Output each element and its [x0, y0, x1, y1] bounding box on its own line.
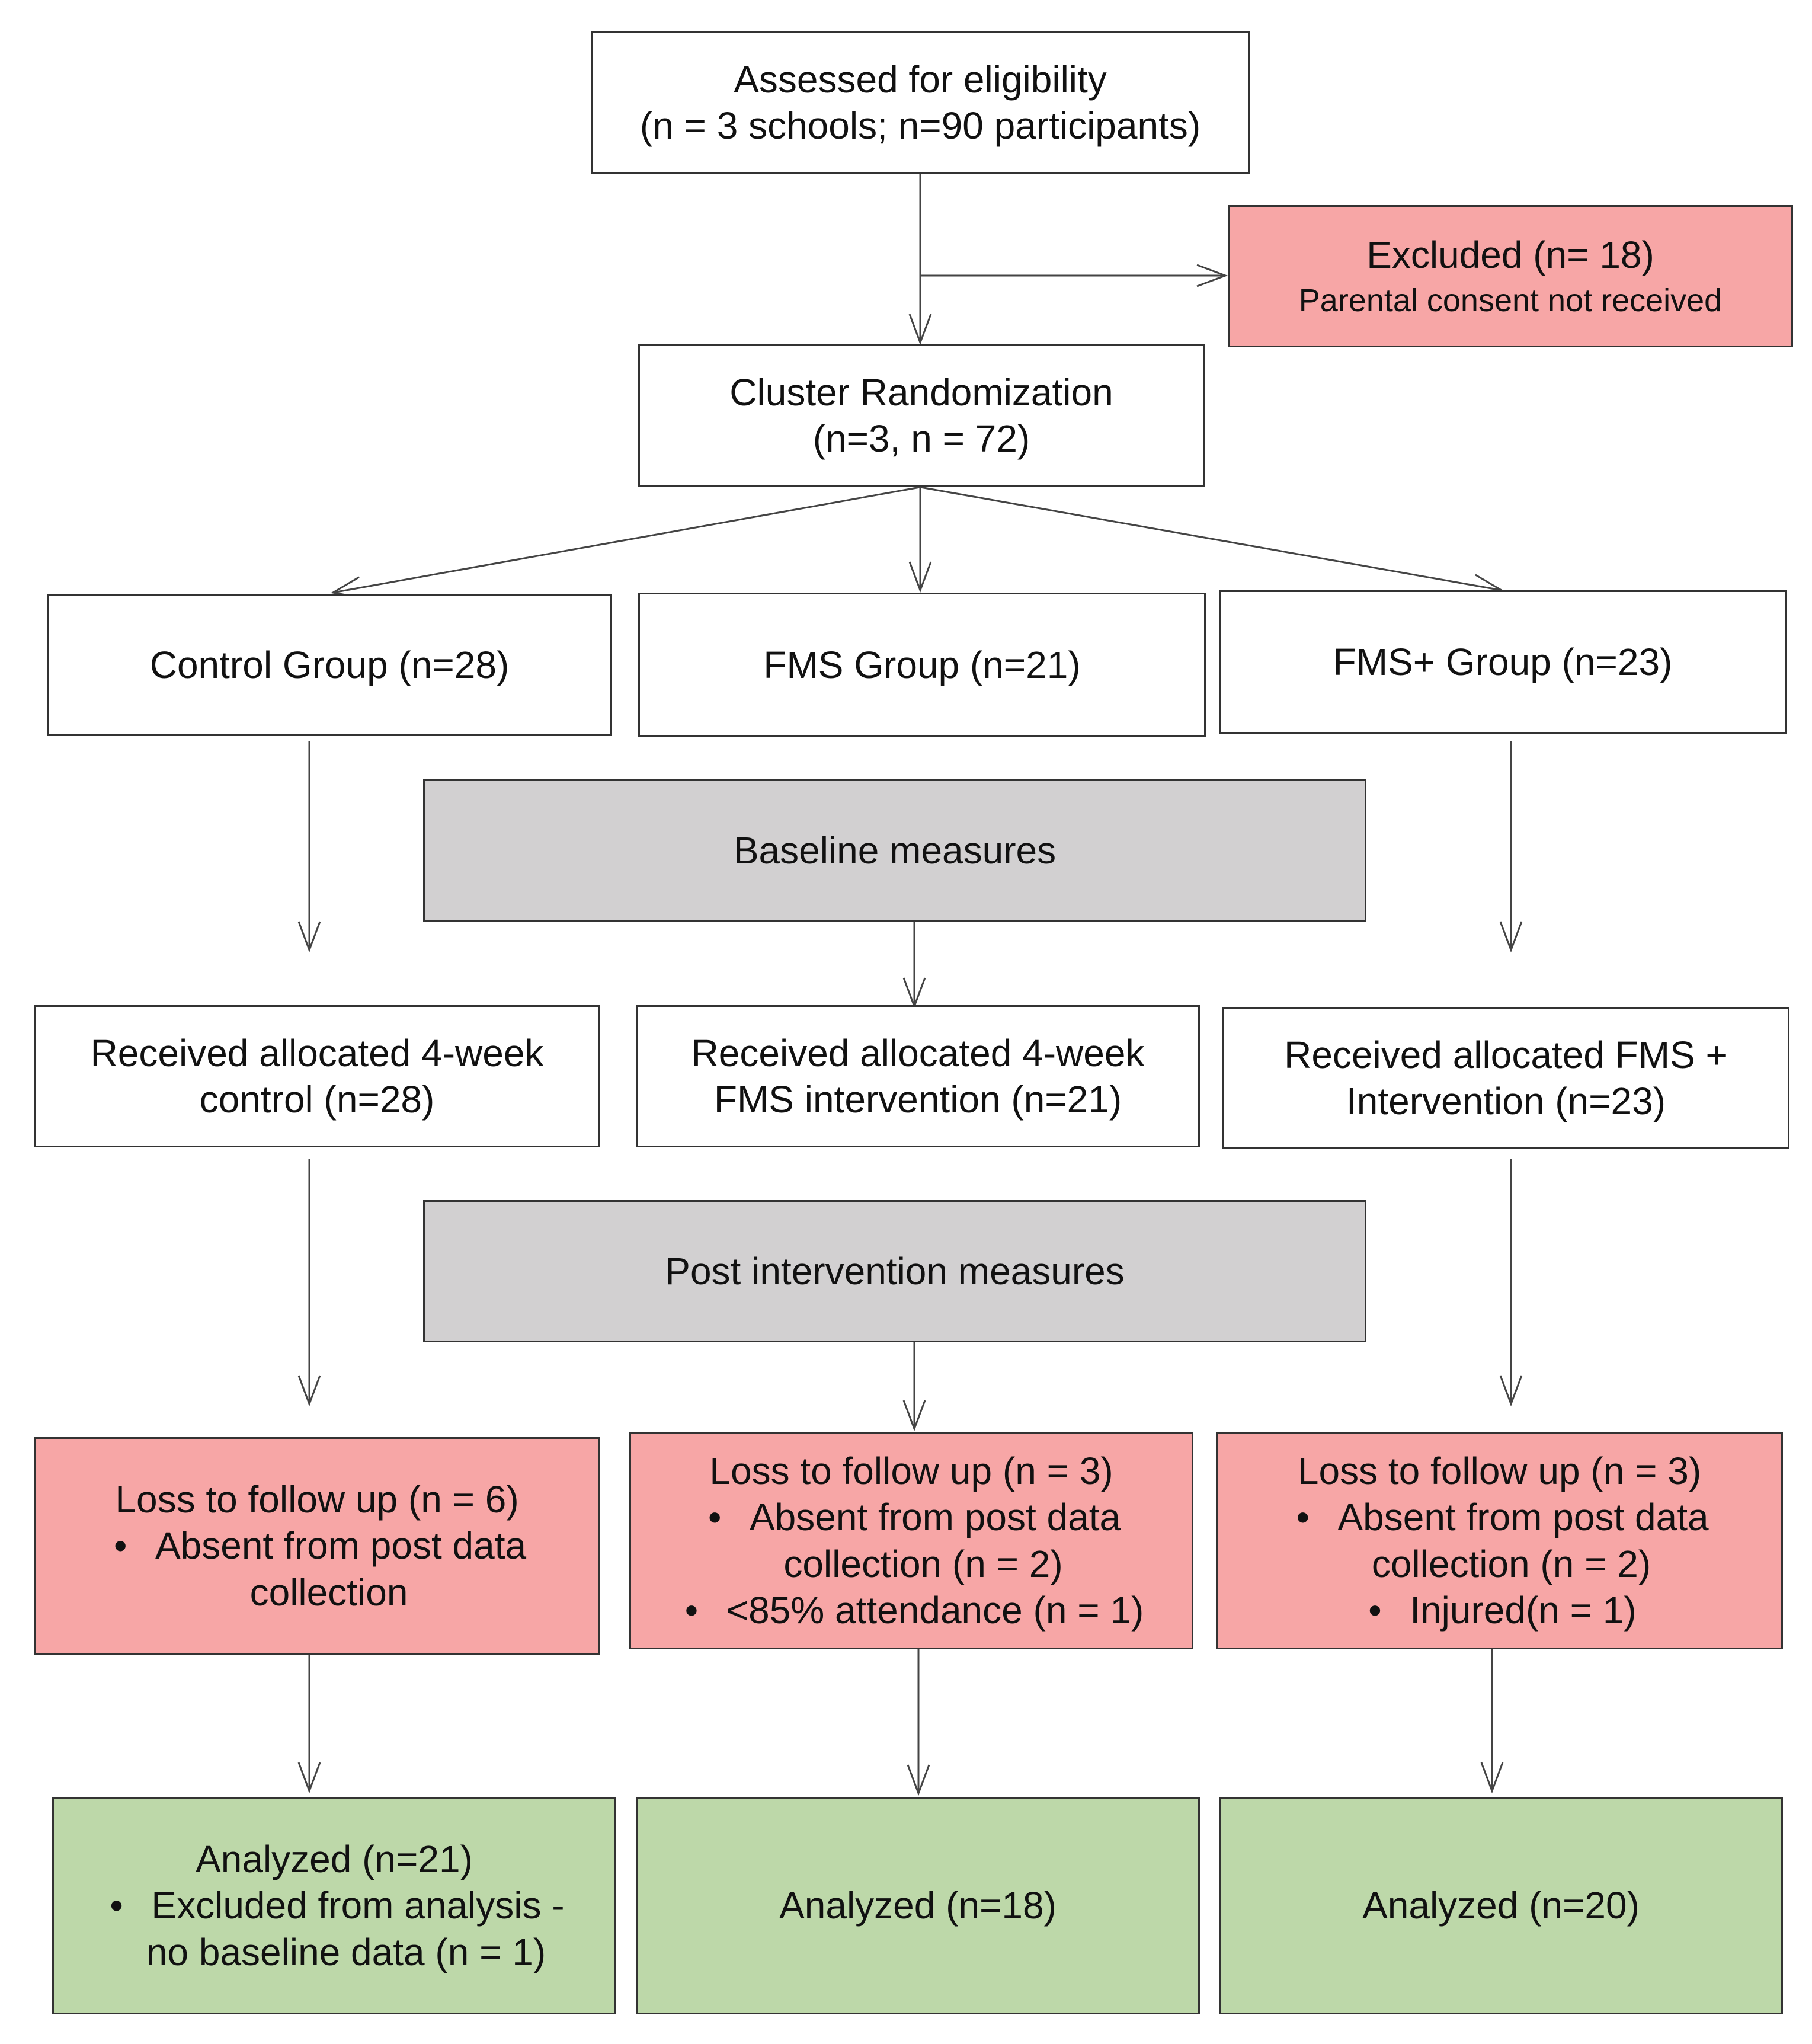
control-analyzed-box: Analyzed (n=21) Excluded from analysis -… [52, 1797, 616, 2014]
fms-loss-box: Loss to follow up (n = 3) Absent from po… [629, 1432, 1193, 1649]
post-intervention-measures-label: Post intervention measures [665, 1249, 1125, 1293]
control-group-label: Control Group (n=28) [149, 643, 510, 686]
eligibility-line1: Assessed for eligibility [734, 57, 1107, 101]
fms-plus-allocation-box: Received allocated FMS + Intervention (n… [1222, 1007, 1789, 1149]
control-allocation-line1: Received allocated 4-week [90, 1031, 544, 1074]
excluded-title: Excluded (n= 18) [1366, 233, 1654, 277]
excluded-box: Excluded (n= 18) Parental consent not re… [1228, 205, 1793, 347]
post-intervention-measures-box: Post intervention measures [423, 1200, 1366, 1342]
fms-plus-loss-bullet-2-text: Injured(n = 1) [1410, 1588, 1637, 1632]
control-loss-bullet-1-line2: collection [249, 1570, 408, 1614]
fms-loss-bullet-1-line1: Absent from post data [749, 1496, 1121, 1539]
fms-group-box: FMS Group (n=21) [638, 593, 1206, 737]
fms-plus-loss-bullet-2: Injured(n = 1) [1362, 1587, 1636, 1633]
fms-analyzed-box: Analyzed (n=18) [636, 1797, 1200, 2014]
baseline-measures-box: Baseline measures [423, 779, 1366, 922]
control-allocation-box: Received allocated 4-week control (n=28) [34, 1005, 600, 1147]
baseline-measures-label: Baseline measures [733, 829, 1057, 872]
arrow-randomization-to-control [330, 486, 921, 599]
arrow-randomization-to-fms-plus [920, 486, 1504, 597]
control-loss-box: Loss to follow up (n = 6) Absent from po… [34, 1437, 600, 1655]
fms-loss-bullet-2-text: <85% attendance (n = 1) [726, 1588, 1144, 1632]
fms-group-label: FMS Group (n=21) [763, 643, 1081, 686]
fms-allocation-box: Received allocated 4-week FMS interventi… [636, 1005, 1200, 1147]
excluded-reason: Parental consent not received [1298, 283, 1723, 319]
randomization-line1: Cluster Randomization [729, 370, 1113, 414]
eligibility-box: Assessed for eligibility (n = 3 schools;… [591, 31, 1250, 174]
fms-plus-allocation-line2: Intervention (n=23) [1346, 1080, 1666, 1122]
fms-plus-loss-title: Loss to follow up (n = 3) [1297, 1450, 1702, 1493]
fms-analyzed-label: Analyzed (n=18) [779, 1884, 1057, 1927]
control-analyzed-bullet-1-line2: no baseline data (n = 1) [146, 1930, 546, 1973]
eligibility-line2: (n = 3 schools; n=90 participants) [639, 104, 1201, 147]
fms-plus-group-label: FMS+ Group (n=23) [1333, 640, 1673, 683]
fms-loss-bullet-1-line2: collection (n = 2) [783, 1542, 1063, 1585]
fms-loss-bullet-1: Absent from post data [702, 1494, 1121, 1540]
control-analyzed-bullet-1-line1: Excluded from analysis - [151, 1884, 565, 1927]
control-analyzed-bullet-1: Excluded from analysis - [104, 1882, 564, 1928]
control-allocation-line2: control (n=28) [199, 1078, 435, 1121]
fms-allocation-line2: FMS intervention (n=21) [713, 1078, 1122, 1121]
fms-plus-group-box: FMS+ Group (n=23) [1219, 590, 1787, 734]
fms-plus-loss-box: Loss to follow up (n = 3) Absent from po… [1216, 1432, 1783, 1649]
fms-plus-analyzed-box: Analyzed (n=20) [1219, 1797, 1783, 2014]
fms-loss-bullet-2: <85% attendance (n = 1) [679, 1587, 1144, 1633]
randomization-line2: (n=3, n = 72) [812, 417, 1030, 460]
randomization-box: Cluster Randomization (n=3, n = 72) [638, 344, 1205, 487]
fms-allocation-line1: Received allocated 4-week [691, 1031, 1145, 1074]
fms-plus-loss-bullet-1-line1: Absent from post data [1337, 1496, 1709, 1539]
control-analyzed-title: Analyzed (n=21) [196, 1838, 473, 1881]
control-loss-bullet-1-line1: Absent from post data [155, 1524, 527, 1568]
fms-plus-allocation-line1: Received allocated FMS + [1284, 1033, 1728, 1076]
fms-plus-loss-bullet-1-line2: collection (n = 2) [1371, 1542, 1651, 1585]
control-loss-bullet-1: Absent from post data [108, 1522, 526, 1569]
fms-plus-loss-bullet-1: Absent from post data [1290, 1494, 1708, 1540]
control-loss-title: Loss to follow up (n = 6) [115, 1478, 519, 1521]
fms-loss-title: Loss to follow up (n = 3) [709, 1450, 1113, 1493]
control-group-box: Control Group (n=28) [47, 594, 612, 736]
fms-plus-analyzed-label: Analyzed (n=20) [1362, 1884, 1640, 1927]
